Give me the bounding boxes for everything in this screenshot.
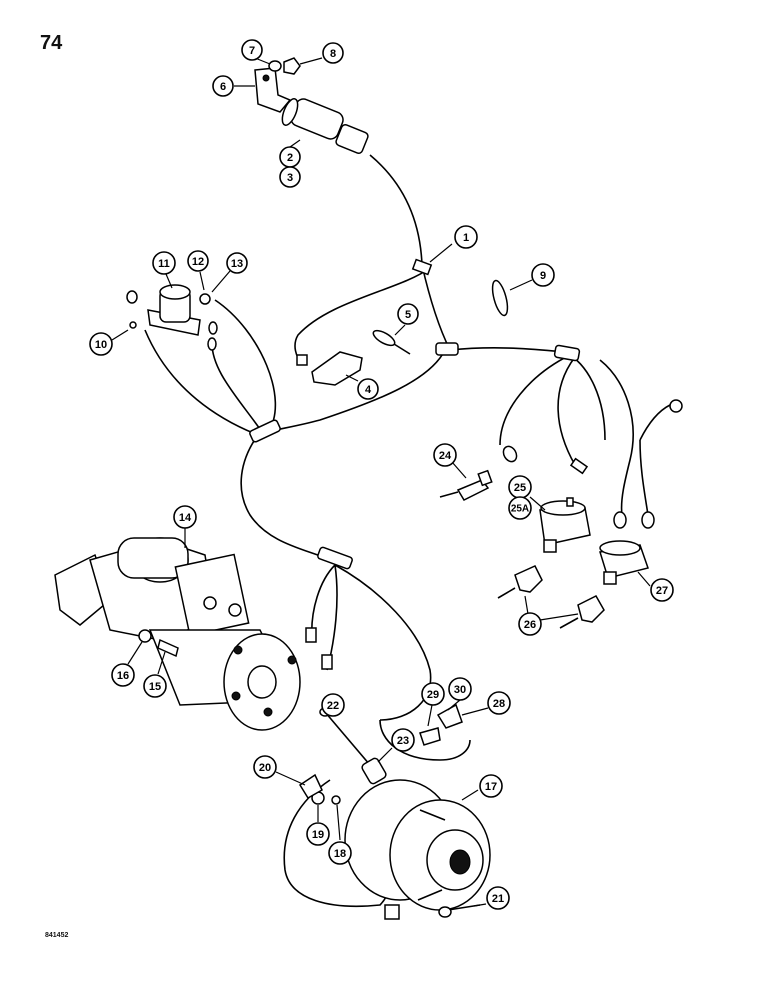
svg-text:25: 25 — [514, 482, 526, 494]
callout-3: 3 — [279, 166, 301, 188]
svg-text:7: 7 — [249, 45, 255, 57]
callout-15: 15 — [143, 651, 167, 698]
callout-21: 21 — [473, 886, 510, 910]
cable-tie-9 — [491, 279, 509, 317]
callout-26: 26 — [518, 595, 579, 636]
svg-text:19: 19 — [312, 829, 324, 841]
elbow-fitting-26a — [497, 565, 543, 599]
svg-text:8: 8 — [330, 48, 336, 60]
svg-text:10: 10 — [95, 339, 107, 351]
callout-11: 11 — [152, 251, 176, 289]
callout-19: 19 — [306, 805, 330, 846]
callout-4: 4 — [345, 374, 379, 400]
callout-23: 23 — [377, 728, 415, 763]
svg-text:4: 4 — [365, 384, 372, 396]
callout-29: 29 — [421, 682, 445, 727]
page-number: 74 — [40, 32, 63, 54]
relay — [126, 284, 218, 351]
svg-text:12: 12 — [192, 256, 204, 268]
svg-text:18: 18 — [334, 848, 346, 860]
harness-sleeves — [249, 258, 581, 570]
svg-text:1: 1 — [463, 232, 469, 244]
svg-text:21: 21 — [492, 893, 504, 905]
callout-14: 14 — [173, 505, 197, 548]
svg-text:23: 23 — [397, 735, 409, 747]
alternator — [344, 779, 491, 920]
svg-text:5: 5 — [405, 309, 411, 321]
svg-text:14: 14 — [179, 512, 192, 524]
callout-6: 6 — [212, 75, 255, 97]
callout-20: 20 — [253, 755, 306, 786]
svg-text:29: 29 — [427, 689, 439, 701]
svg-text:25A: 25A — [511, 504, 529, 515]
callout-5: 5 — [394, 303, 419, 336]
callout-7: 7 — [241, 39, 271, 65]
elbow-fitting-26b — [559, 595, 605, 629]
callout-25: 25 — [508, 475, 546, 511]
callout-12: 12 — [187, 250, 209, 291]
callout-16: 16 — [111, 641, 143, 687]
svg-text:27: 27 — [656, 585, 668, 597]
svg-text:2: 2 — [287, 152, 293, 164]
svg-text:22: 22 — [327, 700, 339, 712]
callout-25a: 25A — [508, 496, 532, 520]
starter-motor — [54, 537, 301, 731]
starter-bolt — [138, 629, 179, 658]
svg-text:13: 13 — [231, 258, 243, 270]
svg-text:30: 30 — [454, 684, 466, 696]
callout-1: 1 — [429, 225, 478, 263]
svg-text:20: 20 — [259, 762, 271, 774]
svg-text:17: 17 — [485, 781, 497, 793]
wire-terminals — [305, 399, 683, 670]
callout-13: 13 — [211, 252, 248, 293]
callout-24: 24 — [433, 443, 467, 479]
svg-text:6: 6 — [220, 81, 226, 93]
temperature-sender — [439, 469, 493, 501]
svg-text:24: 24 — [439, 450, 452, 462]
callout-10: 10 — [89, 329, 129, 356]
harness-clip — [296, 351, 363, 386]
callout-28: 28 — [461, 691, 511, 716]
callout-17: 17 — [461, 774, 503, 801]
connector-bracket — [254, 57, 301, 113]
callout-30: 30 — [447, 677, 472, 711]
callout-2: 2 — [279, 139, 301, 168]
svg-text:11: 11 — [158, 258, 170, 270]
svg-text:16: 16 — [117, 670, 129, 682]
svg-text:9: 9 — [540, 270, 546, 282]
svg-text:26: 26 — [524, 619, 536, 631]
callout-27: 27 — [637, 571, 674, 602]
callout-9: 9 — [509, 263, 555, 291]
callout-18: 18 — [328, 804, 352, 865]
callout-8: 8 — [299, 42, 344, 65]
pressure-switch-25 — [539, 497, 591, 553]
callout-22: 22 — [321, 693, 345, 717]
svg-text:15: 15 — [149, 681, 161, 693]
svg-text:3: 3 — [287, 172, 293, 184]
pressure-switch-27 — [599, 540, 649, 585]
harness-connector — [281, 98, 369, 154]
svg-text:28: 28 — [493, 698, 505, 710]
cable-tie — [372, 329, 411, 355]
reference-code: 841452 — [45, 932, 69, 939]
